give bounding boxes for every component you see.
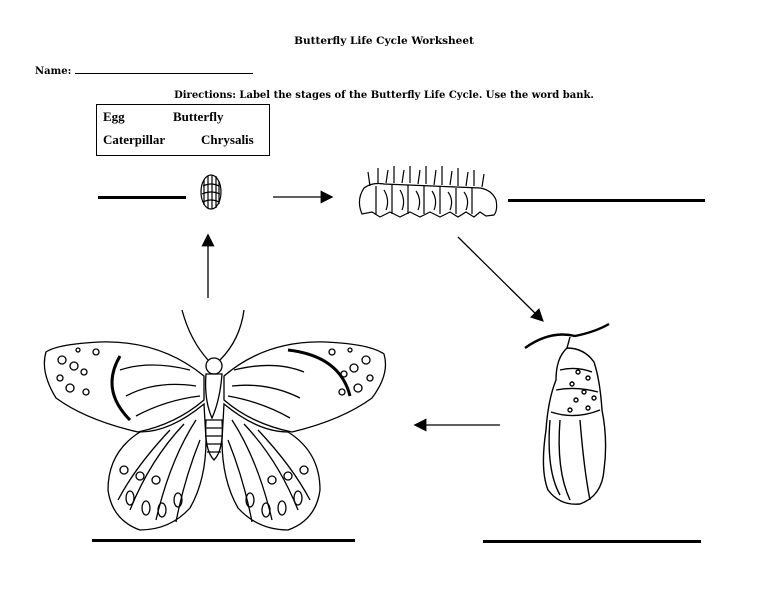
butterfly-icon (43, 309, 387, 531)
egg-icon (200, 174, 222, 210)
word-bank-egg: Egg (103, 109, 125, 124)
egg-answer-blank[interactable] (98, 196, 186, 199)
name-label: Name: (35, 66, 75, 77)
caterpillar-icon (358, 166, 498, 218)
word-bank: Egg Butterfly Caterpillar Chrysalis (96, 104, 270, 156)
chrysalis-answer-blank[interactable] (483, 540, 701, 543)
directions-text: Directions: Label the stages of the Butt… (174, 90, 594, 101)
word-bank-caterpillar: Caterpillar (103, 132, 166, 147)
caterpillar-answer-blank[interactable] (508, 199, 705, 202)
arrow-down-right-icon (457, 236, 544, 322)
butterfly-answer-blank[interactable] (92, 539, 355, 542)
word-bank-butterfly: Butterfly (173, 109, 224, 124)
word-bank-chrysalis: Chrysalis (201, 132, 254, 147)
chrysalis-icon (524, 322, 610, 505)
worksheet-title: Butterfly Life Cycle Worksheet (294, 35, 474, 47)
name-blank-line[interactable] (74, 64, 253, 74)
name-field[interactable]: Name: (35, 64, 253, 77)
